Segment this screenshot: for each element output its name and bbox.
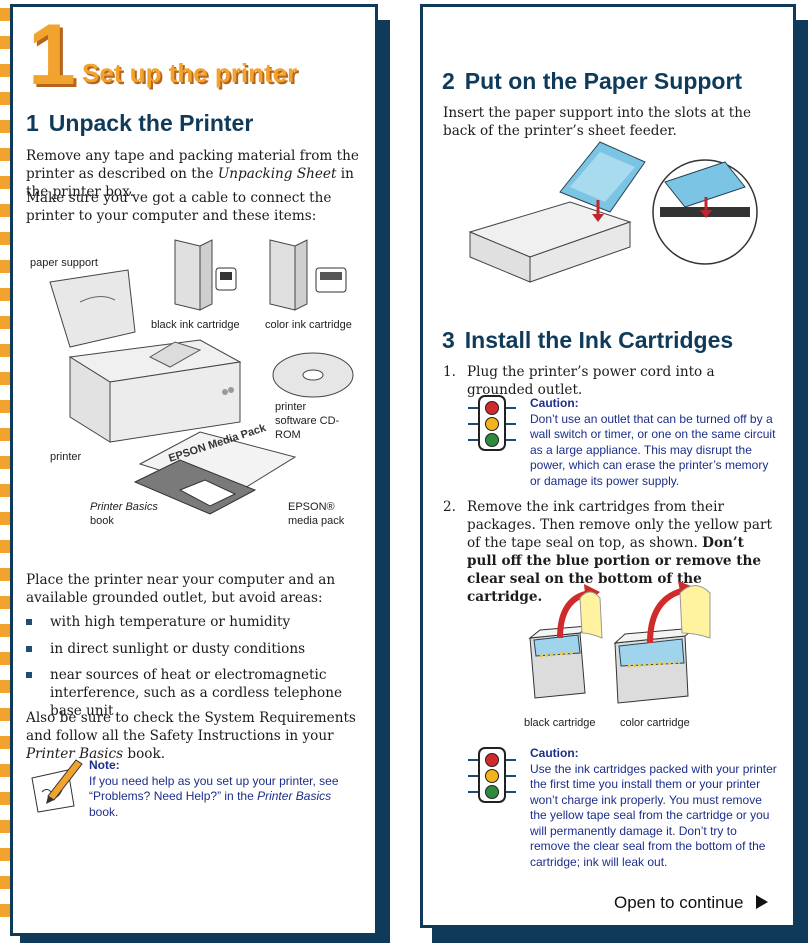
unpacked-items-illustration: EPSON Media Pack [49, 239, 354, 515]
paper-support-paragraph: Insert the paper support into the slots … [443, 105, 752, 139]
main-title: Set up the printer [82, 58, 298, 88]
step-1-text: Plug the printer’s power cord into a gro… [467, 364, 715, 398]
bullet-item: with high temperature or humidity [26, 613, 360, 631]
label-cdrom: printer software CD-ROM [275, 401, 340, 441]
bullet-item: in direct sunlight or dusty conditions [26, 640, 360, 658]
caution-callout-1: Caution:Don’t use an outlet that can be … [530, 396, 776, 488]
label-printer: printer [50, 451, 82, 463]
unpack-paragraph: Remove any tape and packing material fro… [26, 148, 359, 200]
label-black-ink-cartridge: black ink cartridge [151, 319, 240, 331]
binding-tabs [0, 0, 10, 943]
caution-traffic-light-icon [468, 395, 516, 451]
bullet-item: near sources of heat or electromagnetic … [26, 666, 360, 720]
step-2-number: 2. [443, 499, 456, 515]
caution-callout-2: Caution:Use the ink cartridges packed wi… [530, 746, 777, 869]
ink-cartridges-illustration [528, 581, 711, 704]
note-callout: Note: If you need help as you set up you… [89, 758, 339, 819]
step-2-text: Remove the ink cartridges from their pac… [467, 499, 772, 605]
placement-paragraph: Place the printer near your computer and… [26, 572, 336, 606]
step-1-number: 1. [443, 364, 456, 380]
left-panel [10, 4, 378, 936]
label-paper-support: paper support [30, 257, 98, 269]
caution-traffic-light-icon [468, 747, 516, 803]
open-to-continue: Open to continue [614, 893, 769, 913]
play-arrow-icon [756, 895, 769, 909]
big-step-number: 1 [28, 7, 76, 103]
label-color-ink-cartridge: color ink cartridge [265, 319, 352, 331]
paper-support-illustration [468, 141, 758, 283]
label-color-cartridge: color cartridge [620, 717, 690, 729]
label-epson-media-pack: EPSON® media pack [288, 501, 345, 527]
label-black-cartridge: black cartridge [524, 717, 596, 729]
label-printer-basics: Printer Basics book [90, 501, 158, 527]
requirements-paragraph: Also be sure to check the System Require… [26, 710, 356, 762]
items-paragraph: Make sure you’ve got a cable to connect … [26, 190, 332, 224]
note-pen-icon [31, 759, 83, 813]
